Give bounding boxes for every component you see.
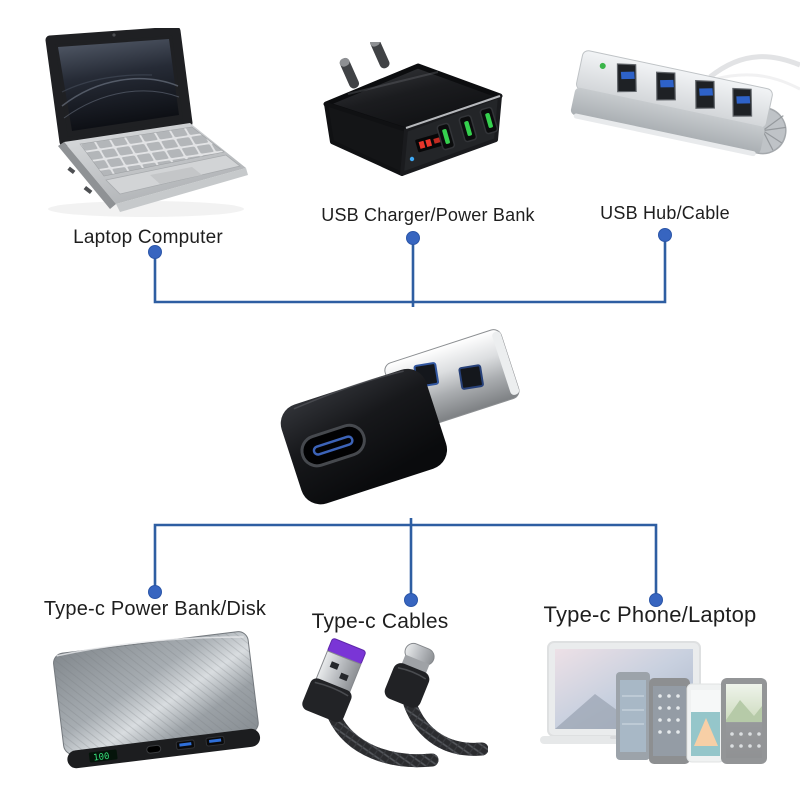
hub-usb-ports — [616, 63, 753, 117]
charger-usb-ports — [436, 106, 499, 151]
usb-a-to-type-c-adapter-icon — [280, 329, 520, 505]
charger-led-display — [415, 132, 446, 153]
connector-dots — [148, 228, 672, 607]
type-c-female-body — [280, 368, 448, 505]
charger-indicator-led — [409, 156, 415, 162]
phone-3 — [686, 683, 725, 763]
eu-plug-pins — [339, 42, 390, 89]
type-c-power-bank-icon: 100 — [53, 631, 261, 769]
laptop-computer-icon — [45, 28, 248, 217]
phone-1 — [616, 672, 650, 760]
top-bus-lines — [153, 238, 667, 307]
hub-body — [570, 50, 787, 157]
bottom-bus-lines — [153, 518, 658, 598]
type-c-power-bank-label: Type-c Power Bank/Disk — [43, 598, 267, 620]
type-c-cables-label: Type-c Cables — [311, 610, 449, 633]
hub-cable — [708, 54, 800, 79]
power-bank-usb-ports — [175, 735, 225, 751]
type-c-phones-laptop-icon — [540, 641, 767, 764]
phone-2 — [649, 678, 690, 764]
usb-hub-label: USB Hub/Cable — [600, 203, 730, 223]
power-bank-display: 100 — [88, 749, 118, 764]
svg-text:100: 100 — [93, 752, 110, 764]
power-bank-type-c-port — [146, 744, 162, 754]
usb-hub-icon — [570, 50, 800, 157]
type-c-cables-icon — [302, 638, 488, 768]
usb-wall-charger-icon — [323, 42, 503, 176]
phone-4 — [721, 678, 767, 764]
usb-c-connector — [384, 642, 435, 708]
usb-a-connector — [302, 638, 366, 723]
laptop-computer-label: Laptop Computer — [73, 227, 223, 248]
usb-charger-label: USB Charger/Power Bank — [321, 205, 535, 225]
type-c-phone-laptop-label: Type-c Phone/Laptop — [543, 602, 757, 627]
hub-power-led — [599, 62, 606, 69]
